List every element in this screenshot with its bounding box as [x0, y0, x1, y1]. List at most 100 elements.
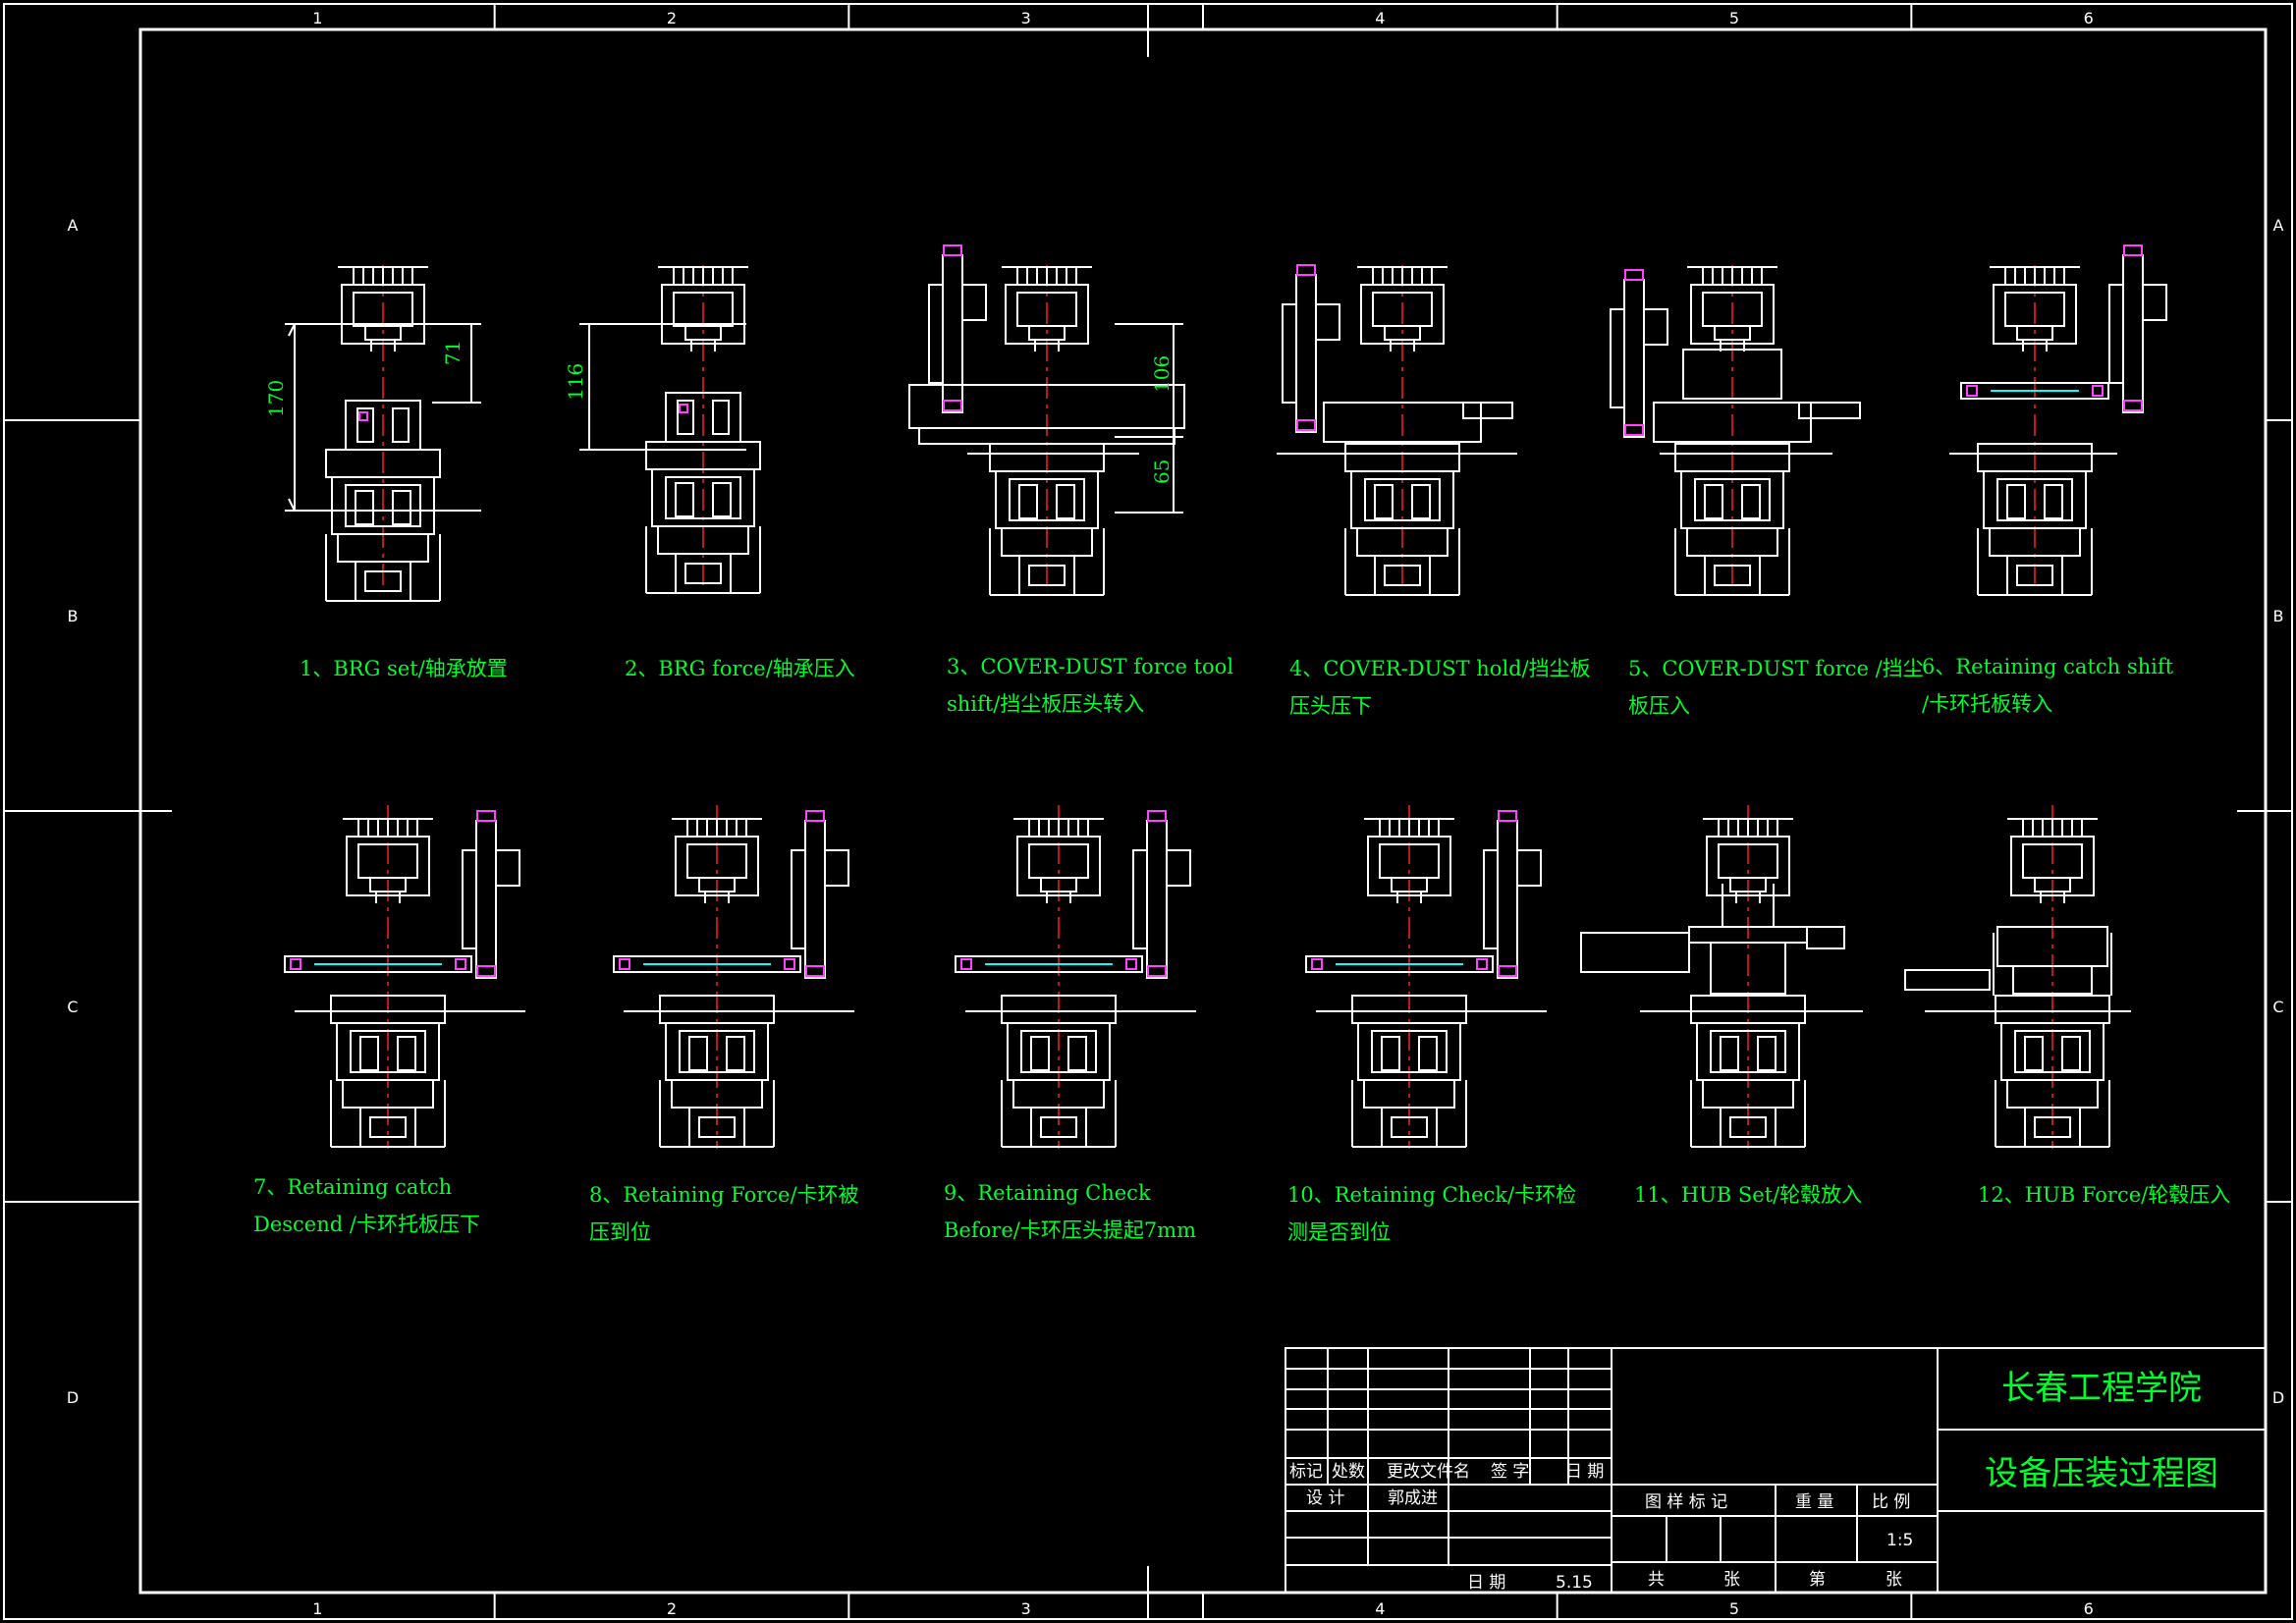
ram-foot — [1498, 965, 1517, 977]
column-label-top: 5 — [1729, 9, 1739, 27]
sheet-unit-total: 张 — [1723, 1570, 1740, 1590]
ram-foot — [805, 965, 825, 977]
plate-marker — [1311, 958, 1323, 970]
plate-marker — [1125, 958, 1137, 970]
ram-foot — [2123, 400, 2143, 411]
bearing-marker — [358, 411, 368, 421]
step-8-caption: 8、Retaining Force/卡环被 — [589, 1183, 859, 1207]
step-10-caption: 测是否到位 — [1287, 1220, 1391, 1244]
step-2-caption: 2、BRG force/轴承压入 — [625, 657, 855, 680]
ram-cap — [943, 244, 962, 256]
step-3-caption: shift/挡尘板压头转入 — [947, 692, 1144, 716]
side-ram — [1497, 820, 1518, 979]
step-drawing-3 — [908, 244, 1185, 596]
step-drawing-9 — [955, 805, 1196, 1149]
step-7-caption: Descend /卡环托板压下 — [253, 1213, 480, 1236]
step-drawing-8 — [613, 805, 854, 1149]
rev-header-sign: 签 字 — [1491, 1462, 1529, 1482]
mark-label: 图 样 标 记 — [1645, 1492, 1727, 1512]
ram-foot — [476, 965, 496, 977]
step-drawing-1 — [285, 265, 481, 602]
rev-header-count: 处数 — [1332, 1462, 1365, 1482]
ram-foot — [1147, 965, 1167, 977]
column-label-bottom: 6 — [2084, 1599, 2094, 1618]
step-3-caption: 3、COVER-DUST force tool — [947, 655, 1233, 678]
row-label-right: D — [2272, 1388, 2284, 1407]
plate-marker — [290, 958, 301, 970]
row-label-left: B — [68, 607, 79, 625]
dim-170: 170 — [264, 380, 288, 417]
ram-cap — [1498, 810, 1517, 822]
side-ram — [1146, 820, 1168, 979]
bearing-marker — [679, 404, 688, 413]
ram-cap — [1147, 810, 1167, 822]
plate-marker — [1966, 385, 1978, 397]
plate-marker — [960, 958, 972, 970]
step-drawing-10 — [1305, 805, 1547, 1149]
school-name: 长春工程学院 — [2001, 1369, 2202, 1408]
scale-label: 比 例 — [1872, 1492, 1910, 1512]
step-5-caption: 5、COVER-DUST force /挡尘 — [1628, 657, 1924, 680]
date-value: 5.15 — [1556, 1573, 1593, 1593]
drawing-title: 设备压装过程图 — [1985, 1454, 2218, 1493]
retainer-plate — [284, 955, 472, 973]
side-ram — [1623, 279, 1645, 438]
row-label-left: A — [68, 216, 79, 235]
row-label-right: B — [2273, 607, 2284, 625]
ram-foot — [1624, 424, 1644, 436]
plate-marker — [784, 958, 795, 970]
step-drawing-12 — [1904, 805, 2131, 1149]
column-label-bottom: 4 — [1375, 1599, 1385, 1618]
column-label-bottom: 3 — [1021, 1599, 1031, 1618]
dimension-annotations: 170 71 116 106 65 — [264, 341, 1174, 484]
dim-116: 116 — [564, 363, 587, 401]
step-drawing-5 — [1610, 265, 1861, 596]
column-label-top: 2 — [667, 9, 677, 27]
design-label: 设 计 — [1306, 1488, 1344, 1508]
retainer-plate — [1305, 955, 1494, 973]
step-captions: 1、BRG set/轴承放置 2、BRG force/轴承压入 3、COVER-DU… — [253, 655, 2230, 1244]
ram-cap — [476, 810, 496, 822]
ram-cap — [2123, 244, 2143, 256]
side-ram — [2122, 254, 2144, 413]
row-label-left: D — [67, 1388, 79, 1407]
ram-cap — [1296, 264, 1316, 276]
step-9-caption: 9、Retaining Check — [944, 1181, 1151, 1205]
sheet-unit-current: 张 — [1886, 1570, 1902, 1590]
column-label-top: 3 — [1021, 9, 1031, 27]
plate-marker — [1476, 958, 1488, 970]
ram-cap — [1624, 269, 1644, 281]
dim-71: 71 — [441, 341, 465, 365]
step-4-caption: 压头压下 — [1289, 694, 1372, 718]
rev-header-file: 更改文件名 — [1387, 1462, 1470, 1482]
title-block: 长春工程学院 设备压装过程图 标记 处数 更改文件名 签 字 日 期 设 计 郭… — [1285, 1347, 2267, 1594]
step-7-caption: 7、Retaining catch — [253, 1175, 452, 1199]
dim-106: 106 — [1150, 355, 1174, 393]
ram-cap — [805, 810, 825, 822]
rev-header-mark: 标记 — [1289, 1462, 1323, 1482]
step-5-caption: 板压入 — [1628, 694, 1690, 718]
step-6-caption: 6、Retaining catch shift — [1922, 655, 2174, 678]
scale-value: 1:5 — [1886, 1531, 1913, 1550]
weight-label: 重 量 — [1795, 1492, 1833, 1512]
retainer-plate — [613, 955, 801, 973]
side-ram — [1295, 274, 1317, 433]
step-drawing-7 — [284, 805, 525, 1149]
retainer-plate — [1960, 382, 2109, 400]
ram-foot — [943, 400, 962, 411]
column-label-bottom: 1 — [312, 1599, 322, 1618]
ram-foot — [1296, 419, 1316, 431]
step-1-caption: 1、BRG set/轴承放置 — [300, 657, 508, 680]
step-9-caption: Before/卡环压头提起7mm — [944, 1218, 1196, 1242]
plate-marker — [2092, 385, 2104, 397]
side-ram — [942, 254, 963, 413]
dim-65: 65 — [1150, 460, 1174, 484]
step-drawing-4 — [1277, 264, 1517, 596]
column-label-bottom: 5 — [1729, 1599, 1739, 1618]
assembly-step-drawings — [284, 244, 2167, 1149]
sheet-label: 第 — [1809, 1570, 1826, 1590]
column-label-top: 6 — [2084, 9, 2094, 27]
step-8-caption: 压到位 — [589, 1220, 651, 1244]
